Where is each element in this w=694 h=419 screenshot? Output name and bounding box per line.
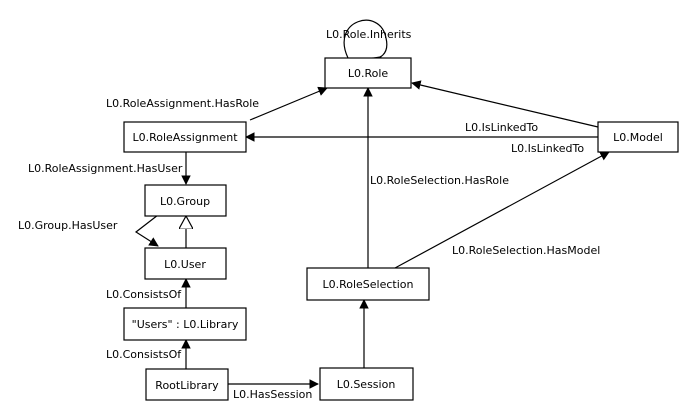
label-role-inherits: L0.Role.Inherits xyxy=(326,28,412,41)
node-model-label: L0.Model xyxy=(613,131,663,144)
edge-ra-has-role xyxy=(249,86,328,121)
label-has-session: L0.HasSession xyxy=(233,388,312,401)
label-rs-has-role: L0.RoleSelection.HasRole xyxy=(370,174,509,187)
node-role[interactable]: L0.Role xyxy=(324,57,412,89)
label-consists-of-lower: L0.ConsistsOf xyxy=(106,348,182,361)
node-users-library[interactable]: "Users" : L0.Library xyxy=(123,307,247,341)
node-role-assignment-label: L0.RoleAssignment xyxy=(132,131,238,144)
node-session-label: L0.Session xyxy=(337,378,396,391)
label-ra-has-role: L0.RoleAssignment.HasRole xyxy=(106,97,259,110)
label-rs-has-model: L0.RoleSelection.HasModel xyxy=(452,244,600,257)
edge-role-inherits xyxy=(343,19,388,66)
label-consists-of-upper: L0.ConsistsOf xyxy=(106,288,182,301)
node-group-label: L0.Group xyxy=(160,195,210,208)
node-users-library-label: "Users" : L0.Library xyxy=(132,318,239,331)
edge-group-has-user xyxy=(134,214,159,247)
node-role-selection[interactable]: L0.RoleSelection xyxy=(306,267,430,301)
label-is-linked-to-top: L0.IsLinkedTo xyxy=(465,121,538,134)
node-root-library[interactable]: RootLibrary xyxy=(145,368,229,401)
edge-model-is-linked-to-role xyxy=(411,80,599,128)
label-is-linked-to-bottom: L0.IsLinkedTo xyxy=(511,142,584,155)
node-user[interactable]: L0.User xyxy=(144,247,227,280)
node-root-library-label: RootLibrary xyxy=(155,379,219,392)
node-session[interactable]: L0.Session xyxy=(319,367,414,401)
node-role-selection-label: L0.RoleSelection xyxy=(322,278,413,291)
edge-rs-has-model xyxy=(394,151,610,269)
node-group[interactable]: L0.Group xyxy=(144,184,227,217)
node-role-label: L0.Role xyxy=(348,67,389,80)
node-user-label: L0.User xyxy=(164,258,206,271)
label-group-has-user: L0.Group.HasUser xyxy=(18,219,118,232)
node-model[interactable]: L0.Model xyxy=(597,121,679,153)
label-ra-has-user: L0.RoleAssignment.HasUser xyxy=(28,162,183,175)
node-role-assignment[interactable]: L0.RoleAssignment xyxy=(123,121,247,153)
